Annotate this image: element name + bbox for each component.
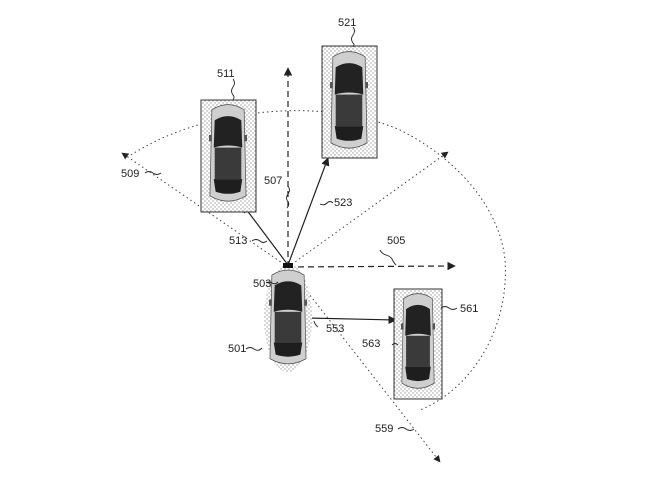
vector-front-arrow [287,157,330,266]
label-509: 509 [121,168,139,180]
vector-front-left-arrow [242,204,289,266]
label-505: 505 [387,235,405,247]
vehicle-front [321,45,378,159]
label-507: 507 [264,175,282,187]
sensor-mark [283,263,293,268]
ego-vehicle [264,263,312,372]
label-511: 511 [217,68,235,80]
label-563: 563 [362,338,380,350]
fov-arc [130,110,506,411]
fov-center-line [287,151,449,268]
heading-lateral-arrow [287,261,456,271]
label-503: 503 [253,278,271,290]
label-559: 559 [375,423,393,435]
label-513: 513 [229,235,247,247]
fov-right-boundary-line [287,266,441,463]
vector-right-arrow [306,315,397,325]
leader-lines [144,26,458,431]
label-521: 521 [338,17,356,29]
label-553: 553 [326,323,344,335]
label-501: 501 [228,343,246,355]
label-561: 561 [460,303,478,315]
vehicle-front-left [200,99,257,213]
vehicle-right [393,288,443,400]
label-523: 523 [334,197,352,209]
